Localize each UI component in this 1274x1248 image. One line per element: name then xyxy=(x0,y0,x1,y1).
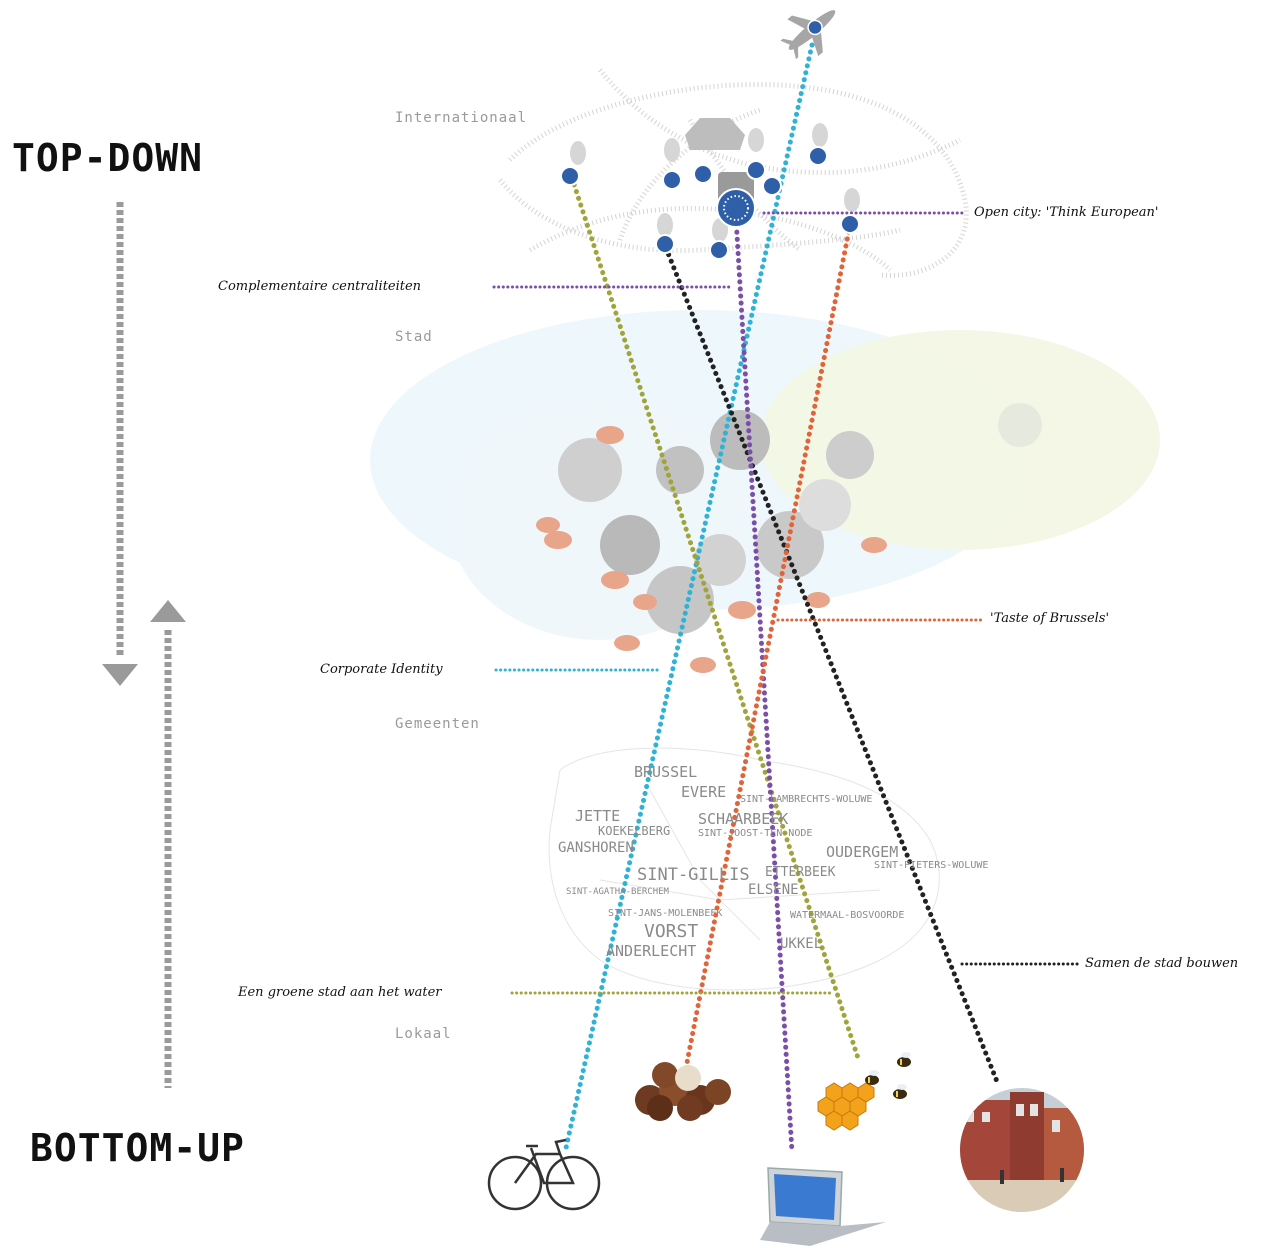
eu-star-icon xyxy=(560,166,580,186)
municipality-label: SINT-AGATHA-BERCHEM xyxy=(566,887,669,897)
eu-star-icon xyxy=(762,176,782,196)
municipality-label: UKKEL xyxy=(780,936,823,952)
orange-district-dots xyxy=(536,426,887,673)
municipality-label: JETTE xyxy=(575,807,621,825)
level-label-lokaal: Lokaal xyxy=(395,1026,452,1042)
eu-star-icon xyxy=(840,214,860,234)
level-label-internationaal: Internationaal xyxy=(395,110,528,126)
top-down-heading: TOP-DOWN xyxy=(12,136,204,180)
municipality-label: SINT-JANS-MOLENBEEK xyxy=(608,908,723,919)
orange-line xyxy=(681,222,853,1081)
street-photo-icon xyxy=(960,1088,1084,1212)
municipality-label: SINT-JOOST-TEN-NODE xyxy=(698,828,813,839)
callout-corporate-identity: Corporate Identity xyxy=(320,662,443,677)
municipality-label: SINT-GILLIS xyxy=(637,865,750,885)
municipality-label: ANDERLECHT xyxy=(606,942,697,960)
airplane-icon xyxy=(780,10,836,60)
callout-taste-of-brussels: 'Taste of Brussels' xyxy=(990,611,1110,626)
municipality-label: ETTERBEEK xyxy=(765,865,836,880)
municipality-label: BRUSSEL xyxy=(634,763,698,781)
top-down-arrow xyxy=(102,202,138,686)
eu-star-icon xyxy=(662,170,682,190)
callout-leaders xyxy=(492,211,1082,995)
olive-line xyxy=(569,175,861,1061)
bottom-up-arrow xyxy=(150,600,186,1088)
eu-star-icon xyxy=(746,160,766,180)
level-label-stad: Stad xyxy=(395,329,433,345)
bottom-up-heading: BOTTOM-UP xyxy=(30,1126,245,1170)
municipality-label: KOEKELBERG xyxy=(598,824,671,838)
callout-complementaire-centraliteiten: Complementaire centraliteiten xyxy=(218,279,422,294)
callout-open-city: Open city: 'Think European' xyxy=(974,205,1159,220)
municipality-label: SINT-PIETERS-WOLUWE xyxy=(874,860,989,871)
municipality-label: GANSHOREN xyxy=(558,840,634,856)
level-label-gemeenten: Gemeenten xyxy=(395,716,480,732)
bicycle-icon xyxy=(487,1138,601,1211)
municipality-label: VORST xyxy=(644,921,699,942)
chocolates-icon xyxy=(635,1062,731,1121)
eu-star-icon xyxy=(808,146,828,166)
eu-star-icon xyxy=(716,188,756,228)
eu-star-markers xyxy=(560,146,860,260)
municipality-label: SINT-LAMBRECHTS-WOLUWE xyxy=(740,794,873,805)
eu-star-icon xyxy=(693,164,713,184)
eu-star-icon xyxy=(655,234,675,254)
city-color-wash xyxy=(370,310,1160,640)
municipality-label: EVERE xyxy=(681,783,727,801)
purple-line xyxy=(733,215,795,1155)
honeycomb-bees-icon xyxy=(817,1052,911,1131)
eu-star-icon xyxy=(709,240,729,260)
callout-samen-de-stad-bouwen: Samen de stad bouwen xyxy=(1085,956,1239,971)
municipality-label: WATERMAAL-BOSVOORDE xyxy=(790,910,905,921)
eu-buildings xyxy=(570,118,860,242)
municipality-label: ELSENE xyxy=(748,882,799,898)
municipality-label: OUDERGEM xyxy=(826,843,899,861)
black-line xyxy=(663,245,1001,1087)
municipality-label: SCHAARBEEK xyxy=(698,810,789,828)
connection-lines xyxy=(563,42,1001,1155)
laptop-icon xyxy=(760,1167,886,1246)
callout-groene-stad: Een groene stad aan het water xyxy=(238,985,442,1000)
